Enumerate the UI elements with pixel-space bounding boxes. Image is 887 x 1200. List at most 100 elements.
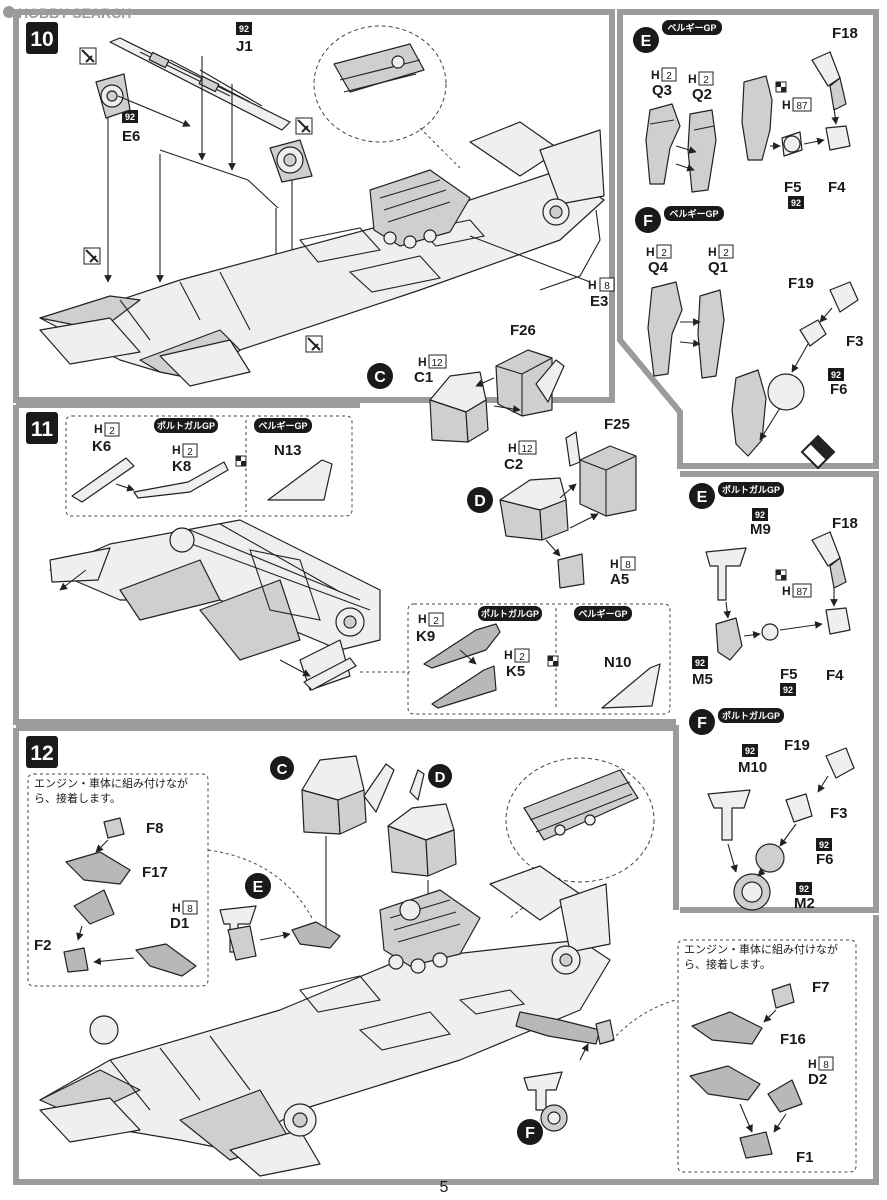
svg-text:12: 12	[431, 358, 443, 369]
svg-text:2: 2	[109, 426, 115, 437]
svg-text:H: H	[508, 441, 517, 455]
svg-text:8: 8	[823, 1060, 829, 1071]
portugal-e: E ポルトガルGP 92 M9 F18 H 87 92 M5 F5 92 F4	[689, 482, 858, 696]
step-12-note-left: エンジン・車体に組み付けながら、接着します。	[34, 777, 188, 805]
svg-text:92: 92	[791, 198, 801, 208]
part-label-F6: F6	[830, 381, 848, 398]
part-label-K6: K6	[92, 438, 111, 455]
svg-text:H: H	[808, 1057, 817, 1071]
svg-text:2: 2	[666, 71, 672, 82]
part-label-M5: M5	[692, 671, 713, 688]
step-12-badge	[26, 736, 58, 768]
part-label-D1: D1	[170, 915, 189, 932]
part-label-C2: C2	[504, 456, 523, 473]
svg-text:92: 92	[125, 112, 135, 122]
subassembly-c: C H 12 C1 F26	[367, 322, 565, 443]
svg-text:H: H	[782, 98, 791, 112]
part-label-F4: F4	[828, 179, 846, 196]
part-label-F1: F1	[796, 1149, 814, 1166]
svg-text:92: 92	[695, 658, 705, 668]
part-label-Q4: Q4	[648, 259, 669, 276]
svg-text:E: E	[253, 879, 264, 896]
belgium-e: E ベルギーGP H 2 Q3 H 2 Q2 F18 H 87 F5 92 F4	[633, 20, 858, 209]
subassembly-d: D H 12 C2 F25 H 8 A5	[467, 416, 637, 589]
svg-text:ポルトガルGP: ポルトガルGP	[481, 608, 539, 619]
svg-text:F: F	[697, 715, 707, 732]
svg-text:ベルギーGP: ベルギーGP	[667, 22, 716, 33]
svg-text:ポルトガルGP: ポルトガルGP	[157, 420, 215, 431]
part-label-N10: N10	[604, 654, 632, 671]
svg-text:H: H	[646, 245, 655, 259]
part-label-M2: M2	[794, 895, 815, 912]
part-label-F3: F3	[846, 333, 864, 350]
part-label-K5: K5	[506, 663, 525, 680]
svg-text:8: 8	[187, 904, 193, 915]
svg-text:C: C	[277, 761, 288, 778]
svg-text:H: H	[708, 245, 717, 259]
svg-text:87: 87	[796, 587, 808, 598]
svg-text:92: 92	[745, 746, 755, 756]
part-label-F8: F8	[146, 820, 164, 837]
svg-text:H: H	[418, 612, 427, 626]
page-number: 5	[440, 1179, 449, 1196]
svg-text:92: 92	[799, 884, 809, 894]
part-label-K8: K8	[172, 458, 191, 475]
part-label-D2: D2	[808, 1071, 827, 1088]
part-label-F16: F16	[780, 1031, 806, 1048]
part-label-Q3: Q3	[652, 82, 672, 99]
part-label-C1: C1	[414, 369, 433, 386]
part-label-F19-portugal: F19	[784, 737, 810, 754]
svg-text:H: H	[610, 557, 619, 571]
part-label-F19: F19	[788, 275, 814, 292]
step-12-number: 12	[30, 742, 53, 765]
svg-text:87: 87	[796, 101, 808, 112]
part-label-F4-portugal: F4	[826, 667, 844, 684]
step-10-badge	[26, 22, 58, 54]
belgium-f: F ベルギーGP H 2 Q4 H 2 Q1 F19 F3 92 F6	[635, 206, 864, 470]
svg-text:92: 92	[783, 685, 793, 695]
part-label-F5: F5	[784, 179, 802, 196]
svg-text:12: 12	[521, 444, 533, 455]
svg-text:E: E	[697, 489, 708, 506]
part-label-E6: E6	[122, 128, 140, 145]
part-label-F18: F18	[832, 25, 858, 42]
svg-text:H: H	[172, 901, 181, 915]
svg-text:F: F	[525, 1125, 535, 1142]
svg-text:ベルギーGP: ベルギーGP	[578, 608, 627, 619]
part-label-K9: K9	[416, 628, 435, 645]
svg-text:H: H	[782, 584, 791, 598]
part-label-F7: F7	[812, 979, 830, 996]
svg-text:H: H	[688, 72, 697, 86]
part-label-E3: E3	[590, 293, 608, 310]
part-label-F18-portugal: F18	[832, 515, 858, 532]
svg-text:E: E	[641, 33, 652, 50]
part-label-F6-portugal: F6	[816, 851, 834, 868]
step-11-number: 11	[31, 418, 54, 441]
svg-text:H: H	[418, 355, 427, 369]
part-label-F5-portugal: F5	[780, 666, 798, 683]
svg-text:2: 2	[661, 248, 667, 259]
svg-text:H: H	[94, 422, 103, 436]
svg-text:92: 92	[819, 840, 829, 850]
svg-text:ベルギーGP: ベルギーGP	[669, 208, 718, 219]
svg-text:H: H	[504, 648, 513, 662]
svg-text:D: D	[435, 769, 446, 786]
part-label-Q2: Q2	[692, 86, 712, 103]
svg-text:C: C	[374, 369, 386, 386]
part-label-F2: F2	[34, 937, 52, 954]
svg-text:2: 2	[187, 447, 193, 458]
part-label-A5: A5	[610, 571, 629, 588]
svg-text:92: 92	[239, 24, 249, 34]
svg-text:D: D	[474, 493, 486, 510]
part-label-F26: F26	[510, 322, 536, 339]
step-10-number: 10	[30, 28, 53, 51]
svg-text:8: 8	[604, 281, 610, 292]
svg-text:ポルトガルGP: ポルトガルGP	[722, 710, 780, 721]
svg-text:F: F	[643, 213, 653, 230]
page-frames	[13, 9, 879, 1185]
part-label-F17: F17	[142, 864, 168, 881]
svg-text:2: 2	[703, 75, 709, 86]
svg-text:2: 2	[723, 248, 729, 259]
cement-icon	[79, 47, 323, 353]
part-label-M10: M10	[738, 759, 767, 776]
